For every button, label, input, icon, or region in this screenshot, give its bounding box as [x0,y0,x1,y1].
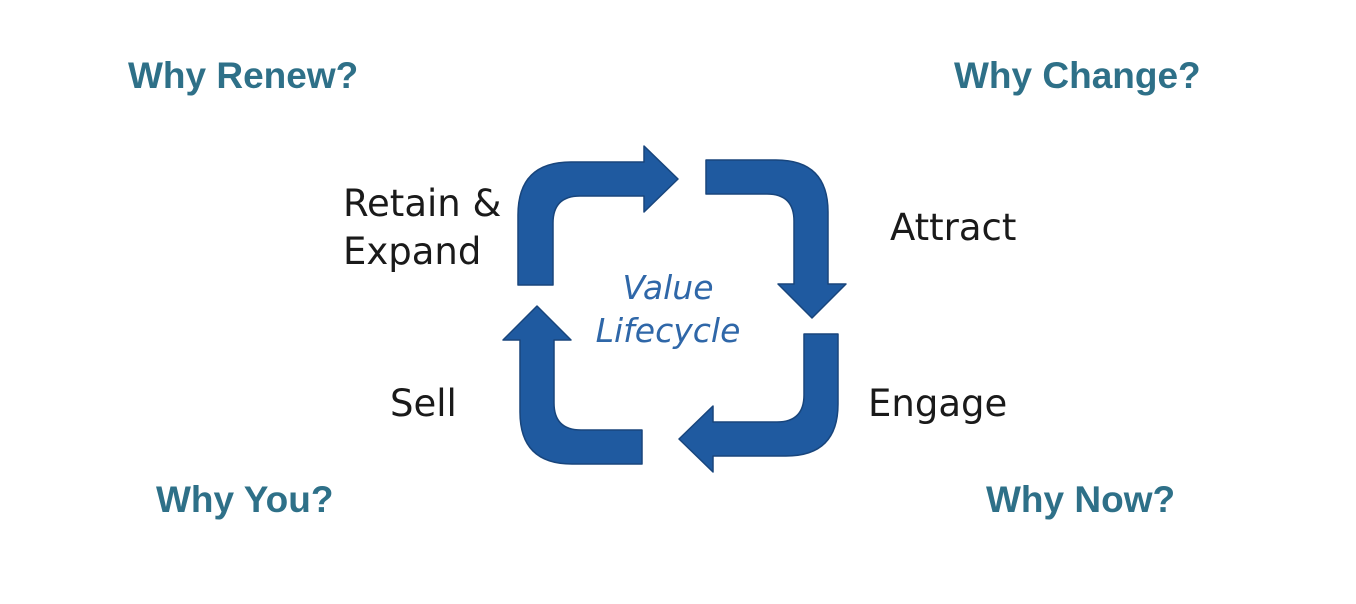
retain-label-line2: Expand [343,230,482,273]
why-you-label: Why You? [156,479,334,520]
attract-label: Attract [890,206,1017,249]
retain-expand-label: Retain & Expand [343,180,501,276]
why-now-label: Why Now? [986,479,1176,520]
value-lifecycle-center: Value Lifecycle [568,266,768,352]
sell-to-retain-arrow [502,305,643,465]
why-change-label: Why Change? [954,55,1201,96]
engage-to-sell-arrow [678,333,839,473]
center-label-line2: Lifecycle [595,311,741,350]
retain-to-attract-arrow [517,145,679,286]
attract-to-engage-arrow [705,159,847,319]
engage-label: Engage [868,382,1008,425]
sell-label: Sell [390,382,457,425]
why-renew-label: Why Renew? [128,55,359,96]
center-label-line1: Value [622,268,714,307]
retain-label-line1: Retain & [343,182,502,225]
